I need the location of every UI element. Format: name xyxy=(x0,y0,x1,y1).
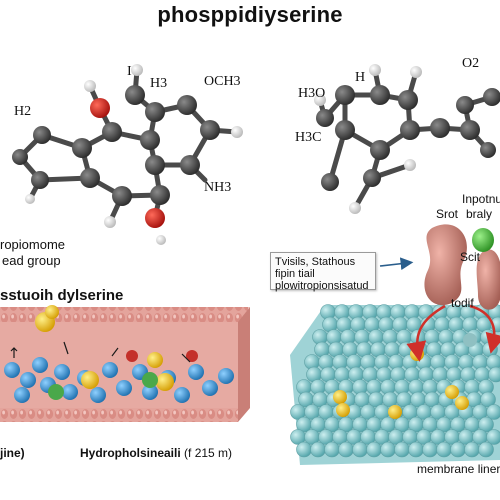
protein-label-1: Inpotnus xyxy=(462,192,500,206)
protein-label-4: Scit xyxy=(460,250,481,264)
callout-line3: plowitropionsisatud xyxy=(275,280,369,292)
teal-sphere xyxy=(450,441,466,458)
teal-sphere xyxy=(324,441,340,458)
atom-label-h3c: H3C xyxy=(295,130,322,145)
arrows xyxy=(379,257,500,362)
caption-left-line1: ropiomome xyxy=(0,237,66,252)
atom-label-h-top: I xyxy=(127,64,132,79)
section-heading-left: sstuoih dylserine xyxy=(0,287,124,304)
page-title: phosppidiyserine xyxy=(157,2,343,27)
teal-sphere xyxy=(380,441,396,458)
bottom-left-label: jine) xyxy=(0,446,25,460)
teal-sphere xyxy=(486,404,500,420)
teal-sphere xyxy=(422,441,438,458)
atom-label-h2-left: H2 xyxy=(14,104,32,119)
teal-sphere xyxy=(352,441,368,458)
teal-sphere xyxy=(478,441,494,458)
atom-label-h3-top: H3 xyxy=(150,76,168,91)
atom-label-och3: OCH3 xyxy=(204,74,241,89)
teal-sphere xyxy=(488,366,500,383)
teal-sphere xyxy=(338,441,354,458)
membrane-sphere-bed xyxy=(290,304,500,465)
teal-sphere xyxy=(296,441,312,458)
callout-line1: Tvisils, Stathous xyxy=(275,256,356,268)
teal-sphere xyxy=(366,441,382,458)
teal-sphere xyxy=(464,441,480,458)
teal-sphere xyxy=(408,441,424,458)
protein-label-2: braly xyxy=(466,207,493,221)
teal-sphere xyxy=(310,441,326,458)
molecule-left xyxy=(12,64,243,245)
bottom-center-label: Hydropholsineaili xyxy=(80,446,181,460)
callout-line2: fipin tiail xyxy=(275,268,315,280)
teal-sphere xyxy=(478,416,494,433)
lipid-heads xyxy=(4,305,234,403)
teal-sphere xyxy=(436,441,452,458)
protein-label-3: Srot xyxy=(436,207,459,221)
atom-label-h3o: H3O xyxy=(298,86,326,101)
protein-complex xyxy=(424,224,500,310)
caption-left-line2: ead group xyxy=(2,253,61,268)
atom-label-nh3: NH3 xyxy=(204,180,232,195)
lipid-bilayer-left xyxy=(0,305,250,422)
bottom-right-label: membrane liner xyxy=(417,462,500,476)
teal-sphere xyxy=(480,391,496,408)
atom-label-h-mark: H xyxy=(355,70,366,85)
teal-sphere xyxy=(486,429,500,445)
molecule-right xyxy=(314,64,500,214)
protein-label-5: todif xyxy=(451,296,474,310)
atom-label-o2: O2 xyxy=(462,56,480,71)
teal-sphere xyxy=(394,441,410,458)
bottom-center-suffix: (f 215 m) xyxy=(184,446,233,460)
callout-box: Tvisils, Stathous fipin tiail plowitropi… xyxy=(270,252,376,292)
yellow-markers xyxy=(333,333,477,419)
